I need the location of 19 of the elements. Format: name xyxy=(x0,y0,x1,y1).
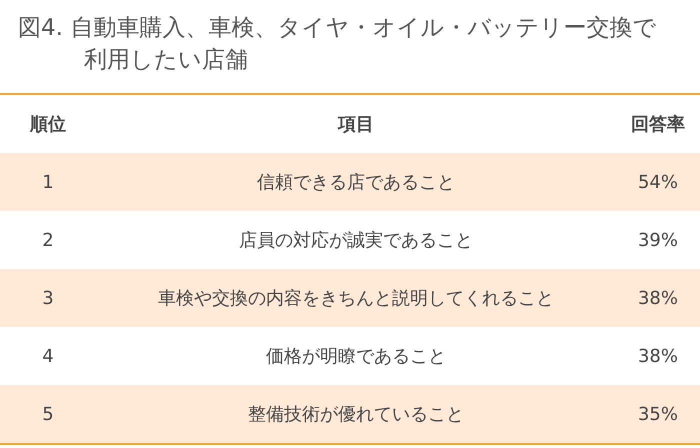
item-cell-text: 車検や交換の内容をきちんと説明してくれること xyxy=(157,286,555,310)
percent-cell-text: 35% xyxy=(636,402,679,426)
percent-cell-text: 38% xyxy=(636,344,679,368)
rank-cell-text: 1 xyxy=(41,170,55,194)
item-cell-text: 信頼できる店であること xyxy=(256,170,456,194)
percent-cell-text: 39% xyxy=(636,228,679,252)
rank-cell-text: 5 xyxy=(41,402,55,426)
rank-cell-text: 2 xyxy=(41,228,55,252)
column-header: 項目 xyxy=(336,112,375,136)
figure-title: 図4. 自動車購入、車検、タイヤ・オイル・バッテリー交換で利用したい店舗 xyxy=(18,14,658,75)
rank-cell-text: 4 xyxy=(41,344,55,368)
column-header: 順位 xyxy=(28,112,67,136)
item-cell-text: 価格が明瞭であること xyxy=(265,344,447,368)
column-header: 回答率 xyxy=(630,112,686,136)
item-cell-text: 整備技術が優れていること xyxy=(247,402,465,426)
percent-cell-text: 38% xyxy=(636,286,679,310)
item-cell-text: 店員の対応が誠実であること xyxy=(238,228,474,252)
percent-cell-text: 54% xyxy=(636,170,679,194)
rank-cell-text: 3 xyxy=(41,286,55,310)
